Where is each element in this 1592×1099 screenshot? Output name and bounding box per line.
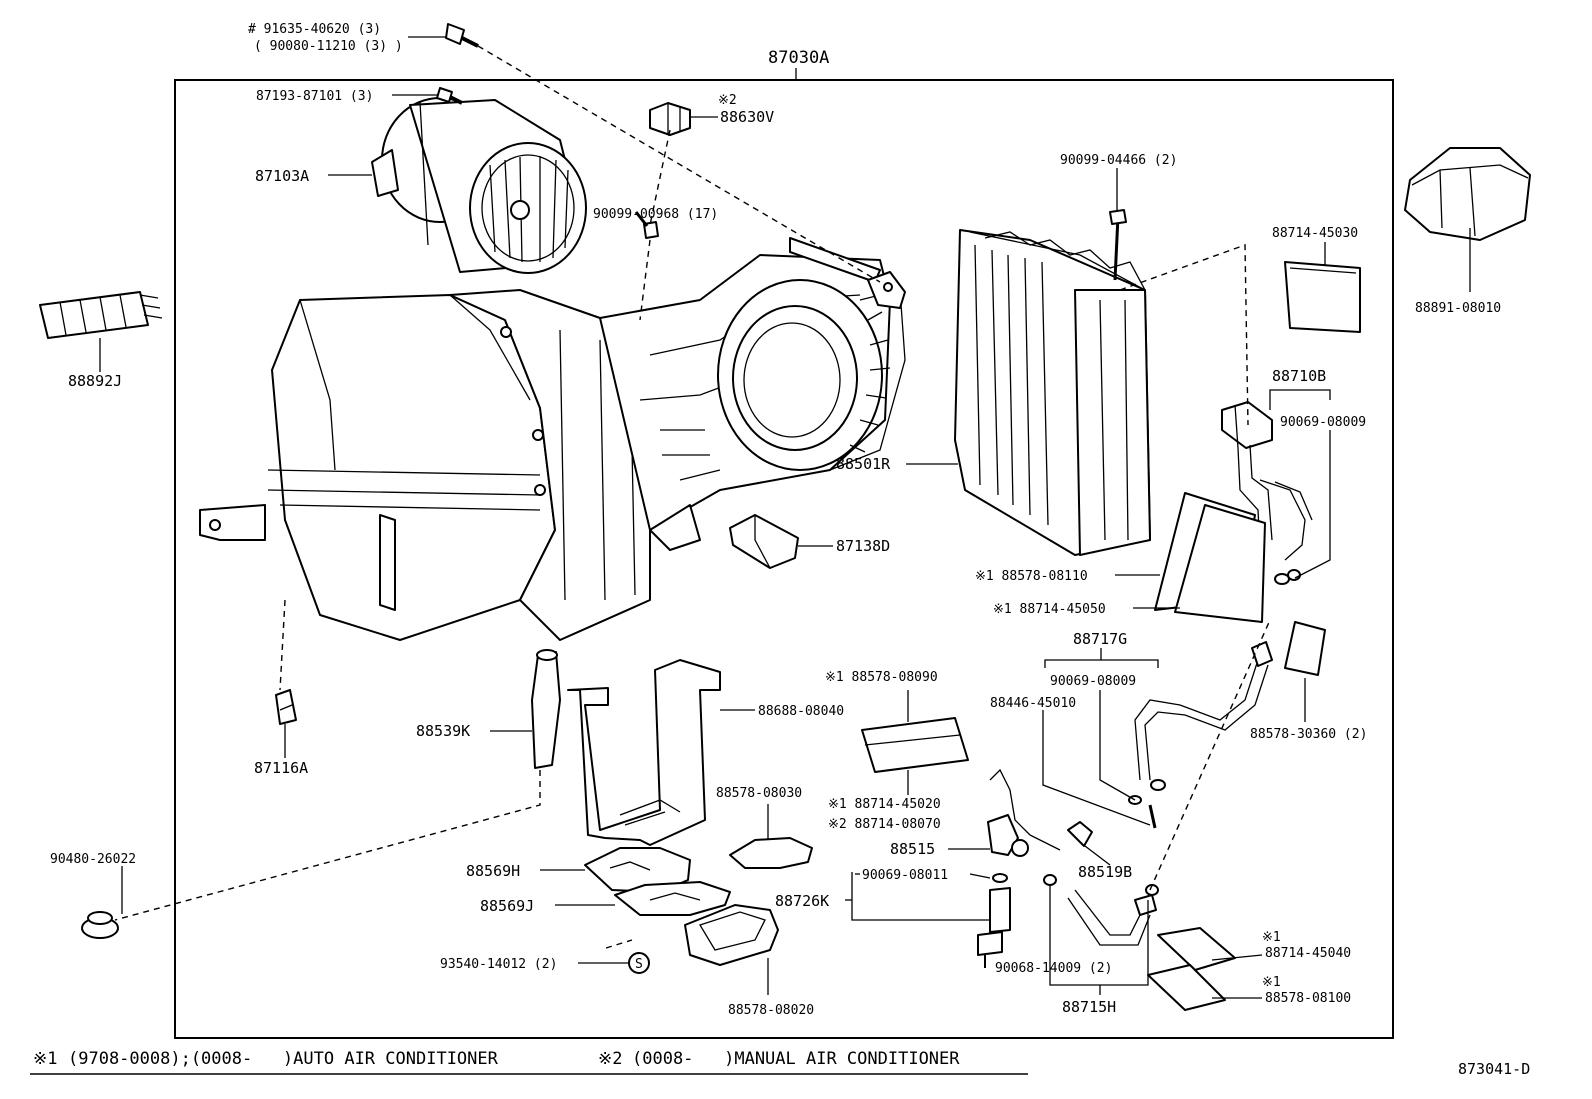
relay-88630v-drawing xyxy=(649,102,691,136)
label-88726k: 88726K xyxy=(775,892,829,910)
grommet-90480-drawing xyxy=(81,911,119,939)
label-88891-08010: 88891-08010 xyxy=(1415,301,1501,316)
label-88501r: 88501R xyxy=(836,455,891,473)
filter-88578-08090-drawing xyxy=(861,717,969,773)
evaporator-drawing xyxy=(954,209,1151,556)
pad-88578-30360-drawing xyxy=(1284,621,1326,676)
assembly-label: 87030A xyxy=(768,48,829,68)
gasket-88578-08030-drawing xyxy=(729,837,813,869)
label-88539k: 88539K xyxy=(416,722,470,740)
label-s-mark: S xyxy=(635,957,643,972)
label-88578-08090: ※1 88578-08090 xyxy=(825,670,938,685)
heater-case-drawing xyxy=(199,237,906,641)
cover-88891-drawing xyxy=(1404,147,1531,241)
label-87103a: 87103A xyxy=(255,167,309,185)
label-93540-14012: 93540-14012 (2) xyxy=(440,957,557,972)
valve-88726k-drawing xyxy=(977,873,1011,968)
label-88714-45040-mark: ※1 xyxy=(1262,930,1281,945)
label-88714-08070: ※2 88714-08070 xyxy=(828,817,941,832)
sensor-87138d-drawing xyxy=(729,514,799,569)
gasket-88569h-drawing xyxy=(584,847,691,893)
sensor-88515-drawing xyxy=(987,768,1061,857)
label-88714-45050: ※1 88714-45050 xyxy=(993,602,1106,617)
label-88446-45010: 88446-45010 xyxy=(990,696,1076,711)
filter-88578-08110-drawing xyxy=(1154,492,1266,623)
label-90069-08009-b: 90069-08009 xyxy=(1050,674,1136,689)
label-88710b: 88710B xyxy=(1272,367,1326,385)
label-88578-08110: ※1 88578-08110 xyxy=(975,569,1088,584)
diagram-ref: 873041-D xyxy=(1458,1060,1530,1078)
label-88578-30360: 88578-30360 (2) xyxy=(1250,727,1367,742)
label-88569j: 88569J xyxy=(480,897,534,915)
label-90069-08011: 90069-08011 xyxy=(862,868,948,883)
bracket-88688-drawing xyxy=(567,659,721,846)
label-90068-14009: 90068-14009 (2) xyxy=(995,961,1112,976)
filter-88714-45040-drawing xyxy=(1157,927,1236,971)
filter-88714-45030-drawing xyxy=(1284,261,1361,333)
label-90099-04466: 90099-04466 (2) xyxy=(1060,153,1177,168)
label-88892j: 88892J xyxy=(68,372,122,390)
label-91635-40620: # 91635-40620 (3) xyxy=(248,22,381,37)
drain-hose-88539k-drawing xyxy=(531,649,561,769)
label-88714-45030: 88714-45030 xyxy=(1272,226,1358,241)
resistor-88892j-drawing xyxy=(39,291,163,339)
filter-88578-08100-drawing xyxy=(1147,964,1226,1011)
label-88630v-mark: ※2 xyxy=(718,93,737,108)
screw-90099-968-drawing xyxy=(634,211,659,239)
leader-lines xyxy=(99,36,1471,999)
label-90080-11210: ( 90080-11210 (3) ) xyxy=(254,39,403,54)
gasket-88569j-drawing xyxy=(614,881,731,916)
label-90069-08009-a: 90069-08009 xyxy=(1280,415,1366,430)
label-88569h: 88569H xyxy=(466,862,520,880)
label-88630v: 88630V xyxy=(720,108,774,126)
label-88717g: 88717G xyxy=(1073,630,1127,648)
label-88578-08020: 88578-08020 xyxy=(728,1003,814,1018)
label-87138d: 87138D xyxy=(836,537,890,555)
label-88688-08040: 88688-08040 xyxy=(758,704,844,719)
label-90099-00968: 90099-00968 (17) xyxy=(593,207,718,222)
footnote-mark-2: ※2 xyxy=(598,1049,622,1069)
assembly-frame xyxy=(174,79,1394,1039)
label-87116a: 87116A xyxy=(254,759,308,777)
clip-87116a-drawing xyxy=(275,689,297,725)
label-88578-08100: 88578-08100 xyxy=(1265,991,1351,1006)
label-88714-45020: ※1 88714-45020 xyxy=(828,797,941,812)
footnote-mark-1: ※1 xyxy=(33,1049,57,1069)
tube-88715h-drawing xyxy=(1043,874,1159,946)
dashed-reference-lines xyxy=(114,45,1271,949)
footnote-text-2: (0008- )MANUAL AIR CONDITIONER xyxy=(632,1049,960,1069)
label-88515: 88515 xyxy=(890,840,935,858)
blower-motor-drawing xyxy=(371,97,587,274)
footnote-text-1: (9708-0008);(0008- )AUTO AIR CONDITIONER xyxy=(68,1049,499,1069)
fitting-88519b-drawing xyxy=(1067,821,1093,847)
label-87193-87101: 87193-87101 (3) xyxy=(256,89,373,104)
screw-91635-drawing xyxy=(445,23,479,48)
label-88578-08030: 88578-08030 xyxy=(716,786,802,801)
label-88519b: 88519B xyxy=(1078,863,1132,881)
label-88715h: 88715H xyxy=(1062,998,1116,1016)
label-88578-08100-mark: ※1 xyxy=(1262,975,1281,990)
seal-88578-08020-drawing xyxy=(684,904,779,966)
label-88714-45040: 88714-45040 xyxy=(1265,946,1351,961)
label-90480-26022: 90480-26022 xyxy=(50,852,136,867)
